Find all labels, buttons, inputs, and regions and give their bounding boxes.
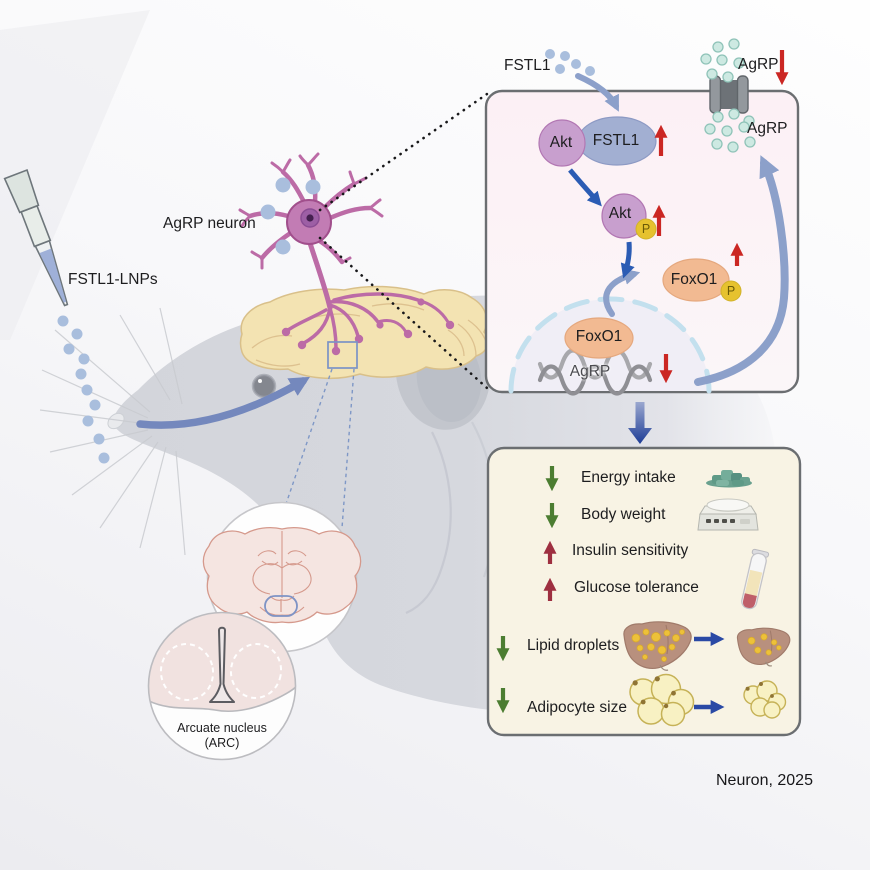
outcome-label-adipocyte-size: Adipocyte size [527, 699, 627, 716]
adipocyte-icon-before [629, 673, 695, 727]
akt-p-node [601, 193, 657, 240]
brain-target-box [327, 341, 358, 369]
balance-scale-icon [697, 498, 759, 531]
ligand-entry-arrow [575, 73, 619, 112]
complex-fstl1-label: FSTL1 [592, 132, 640, 149]
foxo1-cyto-label: FoxO1 [670, 271, 718, 288]
coronal-target-box [264, 595, 298, 617]
mouse-eye [251, 373, 277, 399]
arcuate-label-line2: (ARC) [204, 736, 240, 750]
complex-akt-label: Akt [549, 134, 573, 151]
foxo1-nuclear-label: FoxO1 [575, 328, 623, 345]
agrp-secreted-in-label: AgRP [747, 120, 788, 137]
outcome-label-glucose: Glucose tolerance [574, 579, 699, 596]
outcome-label-body-weight: Body weight [581, 506, 666, 523]
akt-fstl1-complex [538, 116, 657, 167]
secretion-arrow [694, 155, 789, 386]
agrp-neuron-label: AgRP neuron [163, 215, 256, 232]
zoom-dotted-lines [318, 92, 489, 390]
lnp-dot-trail [57, 315, 110, 464]
akt-to-foxo1-arrow [620, 241, 635, 279]
mouse-nose [107, 412, 125, 430]
arc-region-right [229, 643, 283, 699]
akt-activation-arrow [568, 168, 602, 207]
agrp-vesicles-outside [700, 38, 745, 83]
outcome-change-arrows [496, 466, 559, 714]
liver-icon-before [623, 621, 692, 671]
inset-white-chord [148, 684, 296, 760]
citation: Neuron, 2025 [716, 772, 813, 789]
akt-label: Akt [608, 205, 632, 222]
arcuate-label-line1: Arcuate nucleus [177, 721, 267, 735]
inset-arc-circle [147, 611, 297, 761]
axon-terminal-bulbs [281, 298, 455, 356]
outcome-label-energy-intake: Energy intake [581, 469, 676, 486]
adipocyte-icon-after [743, 680, 787, 719]
food-pellets-icon [706, 470, 752, 488]
dna-helix-icon [537, 348, 653, 396]
phospho-akt-label: P [641, 222, 651, 236]
neuron-soma [286, 199, 332, 245]
phospho-foxo1-label: P [726, 284, 736, 298]
ligand-label: FSTL1 [504, 57, 551, 74]
outcome-label-lipid-droplets: Lipid droplets [527, 637, 620, 654]
foxo1-p-node [662, 258, 742, 302]
blood-tube-icon [741, 548, 770, 610]
background-sheen [0, 10, 150, 340]
lnp-dots-at-neuron [260, 177, 321, 255]
foxo1-nuclear-node [564, 317, 634, 359]
agrp-gene-label: AgRP [569, 363, 611, 380]
arc-region-left [159, 643, 215, 701]
mouse-whiskers [39, 307, 186, 556]
ligand-dots [545, 49, 595, 76]
agrp-vesicles-inside [704, 108, 756, 153]
mouse-foreleg-line [405, 431, 452, 615]
intranasal-arrow [136, 376, 310, 429]
outcome-label-insulin: Insulin sensitivity [572, 542, 689, 559]
liver-icon-after [736, 627, 791, 667]
injection-label: FSTL1-LNPs [68, 271, 158, 288]
pipette-icon [3, 168, 69, 307]
pathway-to-outcomes-arrow [628, 402, 652, 444]
agrp-secreted-out-label: AgRP [738, 56, 779, 73]
brain-sagittal [239, 285, 489, 380]
inset-coronal-circle [202, 501, 362, 653]
third-ventricle-icon [209, 626, 235, 703]
